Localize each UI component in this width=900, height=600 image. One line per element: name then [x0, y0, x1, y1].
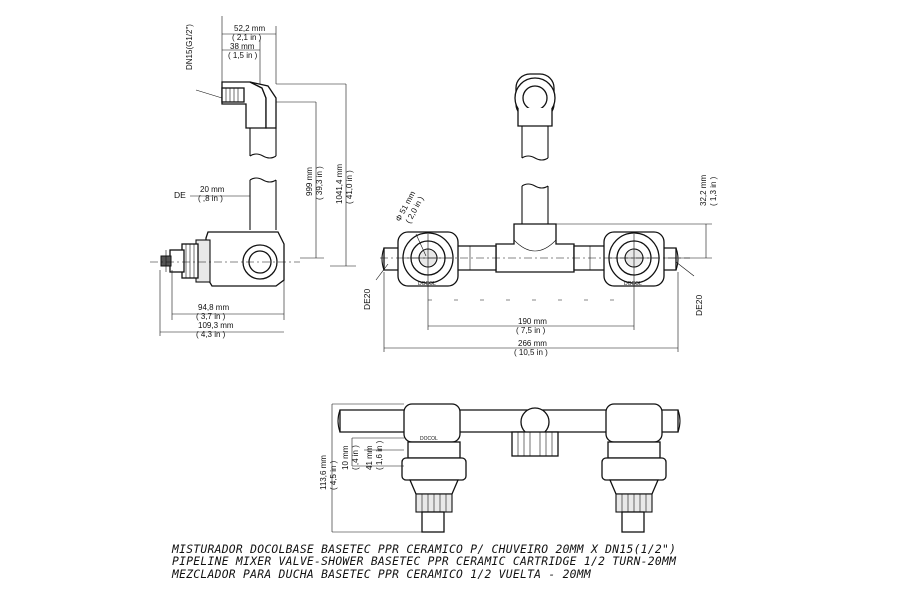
dim-depth-b-in: ( 4,3 in ) — [196, 330, 226, 339]
dim-top-inner-in: ( 1,5 in ) — [228, 51, 258, 60]
side-elbow-top — [221, 81, 277, 159]
de20-right: DE20 — [694, 294, 704, 316]
dim-mid-in: ( 1,6 in ) — [375, 440, 384, 470]
dim-offset-mm: 32,2 mm — [699, 175, 708, 206]
dim-overall-in: ( 4,5 in ) — [329, 460, 338, 490]
dim-top-outer-in: ( 2,1 in ) — [232, 33, 262, 42]
dim-de-in: ( ,8 in ) — [198, 194, 223, 203]
caption-line-es: MEZCLADOR PARA DUCHA BASETEC PPR CERAMIC… — [172, 567, 591, 581]
bottom-right-valve — [601, 403, 667, 533]
dim-depth-b-mm: 109,3 mm — [198, 321, 234, 330]
de20-left: DE20 — [362, 288, 372, 310]
bottom-view: DOCOL 113,6 mm ( 4,5 in ) 10 mm ( ,4 in … — [319, 403, 681, 533]
dim-total-mm: 266 mm — [518, 339, 547, 348]
product-caption: MISTURADOR DOCOLBASE BASETEC PPR CERAMIC… — [172, 543, 872, 581]
front-view: DOCOL DOCOL Φ 51 mm ( 2,0 in ) 32,2 mm (… — [362, 175, 718, 357]
dim-depth-a-mm: 94,8 mm — [198, 303, 229, 312]
dim-height-b-mm: 1041,4 mm — [335, 164, 344, 204]
top-outlet-view — [514, 73, 556, 161]
dim-height-a-mm: 999 mm — [305, 167, 314, 196]
right-valve: DOCOL — [603, 231, 665, 287]
dim-small-mm: 10 mm — [341, 445, 350, 470]
dim-overall-mm: 113,6 mm — [319, 455, 328, 490]
dim-height-b-in: ( 41,0 in ) — [345, 170, 354, 204]
dim-centers-mm: 190 mm — [518, 317, 547, 326]
dim-offset-in: ( 1,3 in ) — [709, 176, 718, 206]
dim-top-inner-mm: 38 mm — [230, 42, 255, 51]
dim-total-in: ( 10,5 in ) — [514, 348, 548, 357]
dim-depth-a-in: ( 3,7 in ) — [196, 312, 226, 321]
caption-line-en: PIPELINE MIXER VALVE-SHOWER BASETEC PPR … — [172, 555, 677, 569]
dim-mid-mm: 41 mm — [365, 445, 374, 470]
dim-de-mm: 20 mm — [200, 185, 225, 194]
front-brand-left: DOCOL — [418, 281, 436, 287]
de-label: DE — [174, 190, 186, 200]
dim-centers-in: ( 7,5 in ) — [516, 326, 546, 335]
bottom-brand-left: DOCOL — [420, 436, 438, 442]
front-brand-right: DOCOL — [624, 281, 642, 287]
bottom-left-valve: DOCOL — [401, 403, 467, 533]
thread-label: DN15(G1/2") — [185, 24, 194, 70]
dim-top-outer-mm: 52,2 mm — [234, 24, 265, 33]
left-valve: DOCOL — [397, 231, 459, 287]
side-view: 52,2 mm ( 2,1 in ) 38 mm ( 1,5 in ) DN15… — [150, 16, 356, 339]
dim-height-a-in: ( 39,3 in ) — [315, 166, 324, 200]
caption-line-pt: MISTURADOR DOCOLBASE BASETEC PPR CERAMIC… — [172, 543, 677, 556]
dim-small-in: ( ,4 in ) — [351, 445, 360, 470]
side-valve-body — [150, 231, 300, 287]
